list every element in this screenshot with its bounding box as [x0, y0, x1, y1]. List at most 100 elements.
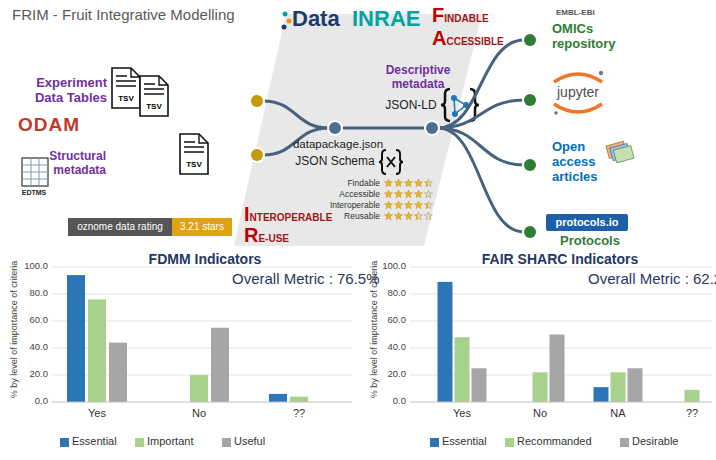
- tick-label: 40.0: [16, 342, 48, 353]
- star-rating: [384, 201, 392, 209]
- bar: [611, 372, 626, 402]
- axis-title: % by level of importance of criteria: [369, 260, 380, 400]
- tsv-file-icon: [140, 76, 168, 116]
- file-type: TSV: [113, 94, 139, 103]
- fair-heading: RE-USE: [244, 224, 289, 247]
- output-label: Open access articles: [552, 140, 616, 185]
- json-schema-icon: [379, 150, 386, 174]
- star-rating: [394, 179, 402, 187]
- hub-dot: Descriptive metadataJSON-LD: [426, 122, 438, 134]
- star-rating: [394, 190, 402, 198]
- input-label: Structural metadata: [44, 150, 106, 178]
- output-dot: EMBL-EBIOMICs repository: [524, 34, 536, 46]
- chart-gridline: [410, 321, 712, 322]
- star-rating: [394, 201, 402, 209]
- connector-line: [263, 101, 329, 128]
- output-dot: Open access articles: [524, 159, 536, 171]
- json-ld-icon: [441, 89, 450, 121]
- jupyter-logo: [554, 104, 602, 112]
- connector-line: [438, 40, 524, 128]
- legend-swatch: [60, 438, 69, 447]
- fair-heading: ACCESSIBLE: [432, 27, 504, 50]
- star-rating: [384, 179, 392, 187]
- legend-label: Important: [147, 435, 193, 448]
- star-rating: [424, 201, 432, 209]
- star-rating: [404, 212, 412, 220]
- connector-line: [438, 128, 524, 232]
- logo-dots: [282, 25, 287, 30]
- tick-label: 0.0: [16, 396, 48, 407]
- open-access-icon: [613, 146, 634, 163]
- bar: [533, 372, 548, 402]
- output-dot: jupyter: [524, 94, 536, 106]
- json-schema-icon: [387, 157, 395, 167]
- tsv-file-icon: [159, 76, 168, 85]
- bar: [472, 368, 487, 402]
- tsv-file-icon: [112, 68, 140, 108]
- fair-heading: FINDABLE: [432, 4, 489, 27]
- category-label: ??: [672, 407, 712, 420]
- star-rating: [424, 190, 432, 198]
- connector-line: [438, 128, 524, 165]
- legend-swatch: [222, 438, 231, 447]
- chart-gridline: [410, 294, 712, 295]
- tick-label: 100.0: [16, 261, 48, 272]
- tsv-file-icon: [140, 76, 168, 116]
- chart-axis: [52, 402, 712, 403]
- star-rating: [404, 201, 412, 209]
- chart-gridline: [52, 294, 352, 295]
- legend-swatch: [620, 438, 629, 447]
- format-label: JSON Schema: [292, 155, 378, 169]
- bar: [438, 282, 453, 402]
- connector-line: [341, 127, 426, 130]
- file-type: TSV: [181, 160, 207, 169]
- star-rating: [424, 212, 432, 220]
- edtms-icon: [22, 158, 48, 186]
- bar: [211, 328, 229, 402]
- rating-badge: 3.21 stars: [172, 218, 232, 236]
- json-schema-icon: [379, 150, 403, 174]
- chart-title: FAIR SHARC Indicators: [460, 251, 660, 267]
- tsv-file-icon: [180, 134, 208, 174]
- open-access-icon: [606, 140, 634, 165]
- axis-title: % by level of importance of criteria: [9, 260, 20, 400]
- star-label: Reusable: [300, 211, 380, 221]
- star-rating: [394, 212, 402, 220]
- tick-label: 40.0: [374, 342, 406, 353]
- logo-text: EMBL-EBI: [556, 8, 626, 17]
- bar: [67, 275, 85, 402]
- logo-dots: [283, 12, 288, 17]
- tsv-file-icon: [184, 142, 204, 152]
- tsv-file-icon: [131, 68, 140, 77]
- star-rating: [384, 190, 392, 198]
- edtms-icon: [22, 158, 48, 186]
- chart-axis: [52, 402, 352, 403]
- category-label: No: [179, 407, 219, 420]
- tick-label: 100.0: [374, 261, 406, 272]
- connector-line: [438, 100, 524, 128]
- star-rating: [404, 190, 412, 198]
- tsv-file-icon: [180, 134, 208, 174]
- file-name: datapackage.json: [290, 138, 386, 151]
- legend-label: Recommanded: [517, 435, 592, 448]
- fair-heading: INTEROPERABLE: [244, 203, 332, 226]
- legend-swatch: [135, 438, 144, 447]
- metric-note: Overall Metric : 62.2%: [588, 270, 716, 287]
- star-label: Accessible: [300, 189, 380, 199]
- output-dot: protocols.ioProtocols: [524, 226, 536, 238]
- figure-title: FRIM - Fruit Integrative Modelling: [12, 6, 235, 23]
- logo-dots: [287, 19, 292, 24]
- logo-badge: protocols.io: [546, 214, 628, 231]
- bar: [269, 394, 287, 402]
- jupyter-logo: [554, 71, 603, 115]
- category-label: No: [520, 407, 560, 420]
- edtms-icon: [22, 158, 48, 186]
- bar: [109, 343, 127, 402]
- icon-caption: EDTMS: [12, 189, 56, 197]
- logo-text: INRAE: [352, 6, 420, 31]
- star-rating: [404, 179, 412, 187]
- category-label: Yes: [442, 407, 482, 420]
- category-label: ??: [279, 407, 319, 420]
- tick-label: 20.0: [374, 369, 406, 380]
